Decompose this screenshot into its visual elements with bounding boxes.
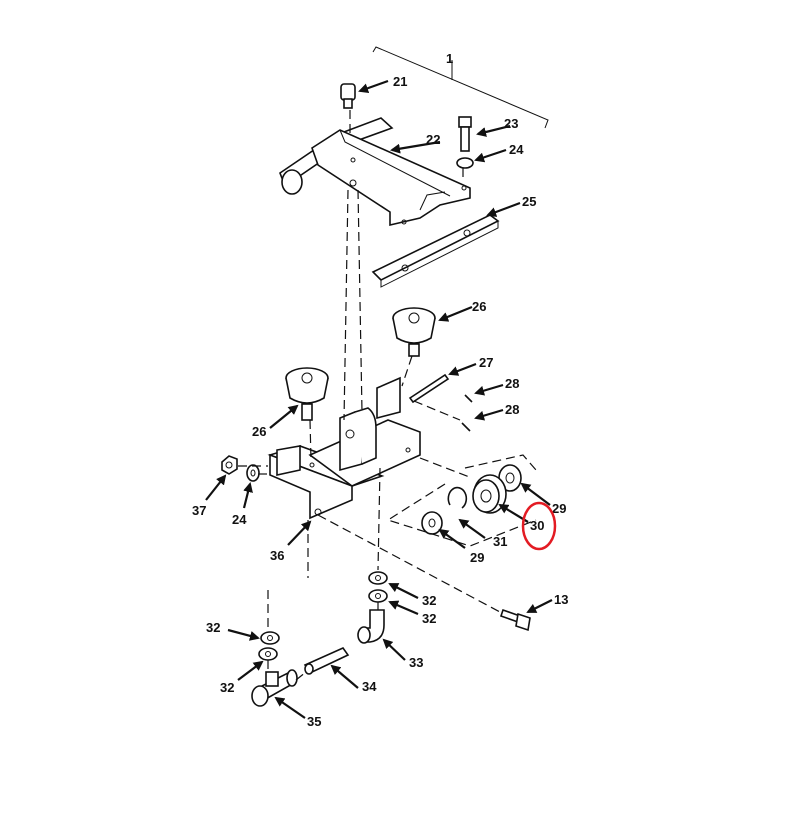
callout-26: 26 (472, 299, 486, 314)
callout-34: 34 (362, 679, 377, 694)
callout-36: 36 (270, 548, 284, 563)
part-32-nut-left-upper (227, 628, 280, 645)
callout-33: 33 (409, 655, 423, 670)
callout-21: 21 (393, 74, 407, 89)
part-22-handle-bracket (279, 117, 471, 227)
callout-31: 31 (493, 534, 507, 549)
part-31-retaining-ring (447, 486, 486, 539)
assembly-bracket (372, 46, 549, 129)
callout-37: 37 (192, 503, 206, 518)
part-25-plate (371, 201, 521, 288)
callout-28: 28 (505, 402, 519, 417)
callout-29: 29 (470, 550, 484, 565)
part-34-tube (303, 647, 359, 689)
part-24-washer-left (242, 464, 260, 509)
part-32-nut-left-lower (237, 647, 278, 681)
part-36-base-body (267, 376, 421, 546)
callout-32: 32 (422, 611, 436, 626)
part-26-knob-upper (392, 305, 473, 357)
callout-13: 13 (554, 592, 568, 607)
part-23-bolt (458, 116, 511, 152)
part-29-washer-right (498, 464, 551, 506)
callout-1: 1 (446, 51, 453, 66)
callout-25: 25 (522, 194, 536, 209)
callout-24: 24 (232, 512, 247, 527)
part-26-knob-lower (269, 367, 329, 429)
part-28-pins (461, 383, 504, 432)
part-30-pulley (472, 474, 529, 523)
part-13-bolt (499, 599, 553, 632)
part-29-washer-left (421, 511, 466, 549)
callout-23: 23 (504, 116, 518, 131)
assembly-lines (238, 110, 537, 681)
part-21-screw (340, 79, 389, 109)
part-27-pin (408, 362, 477, 404)
callout-22: 22 (426, 132, 440, 147)
callout-27: 27 (479, 355, 493, 370)
highlight-ellipse (521, 501, 557, 551)
callout-29: 29 (552, 501, 566, 516)
part-37-nut (205, 455, 238, 501)
callout-32: 32 (206, 620, 220, 635)
callout-26: 26 (252, 424, 266, 439)
callout-labels: 1 21 22 23 24 25 26 26 27 28 28 29 30 31… (192, 51, 568, 729)
callout-30: 30 (530, 518, 544, 533)
callout-24: 24 (509, 142, 524, 157)
part-33-elbow-fitting (357, 609, 406, 661)
part-24-washer-top (456, 148, 507, 169)
callout-35: 35 (307, 714, 321, 729)
part-35-tee-fitting (251, 669, 306, 719)
callout-32: 32 (220, 680, 234, 695)
callout-32: 32 (422, 593, 436, 608)
callout-28: 28 (505, 376, 519, 391)
part-32-nut-right-upper (368, 571, 419, 599)
